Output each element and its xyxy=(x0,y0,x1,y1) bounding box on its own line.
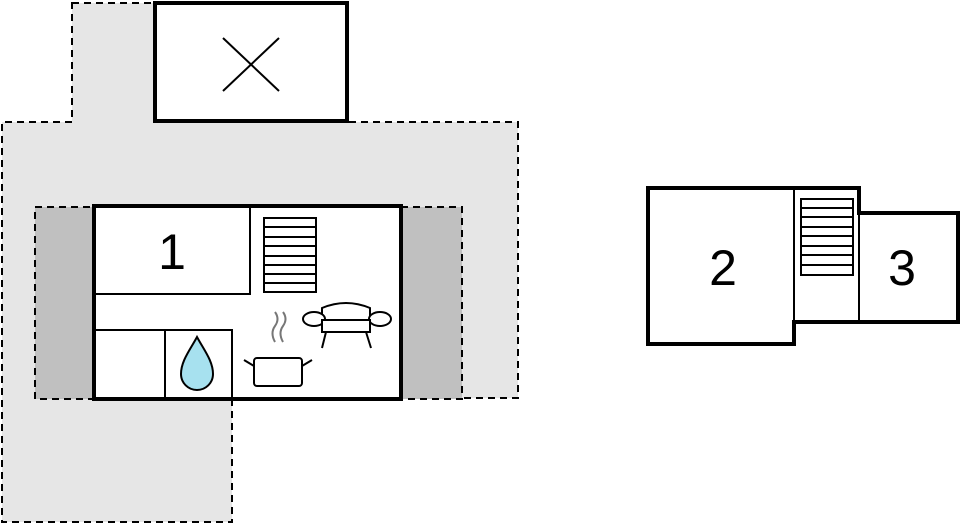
room-label-2: 2 xyxy=(709,240,737,296)
room-label-3: 3 xyxy=(888,240,916,296)
room-label-1: 1 xyxy=(158,224,186,280)
sofa-icon xyxy=(302,302,392,349)
stairs-icon xyxy=(263,217,317,293)
upper-floor-walls xyxy=(793,190,860,320)
cross-icon xyxy=(222,37,280,92)
cooking-pot-icon xyxy=(243,311,313,387)
water-drop-icon xyxy=(179,334,215,391)
side-terrace-right xyxy=(400,206,463,400)
main-building xyxy=(92,204,403,401)
internal-walls xyxy=(96,208,251,397)
top-box xyxy=(153,1,349,123)
stairs-icon xyxy=(800,198,854,276)
side-terrace-left xyxy=(34,206,96,400)
